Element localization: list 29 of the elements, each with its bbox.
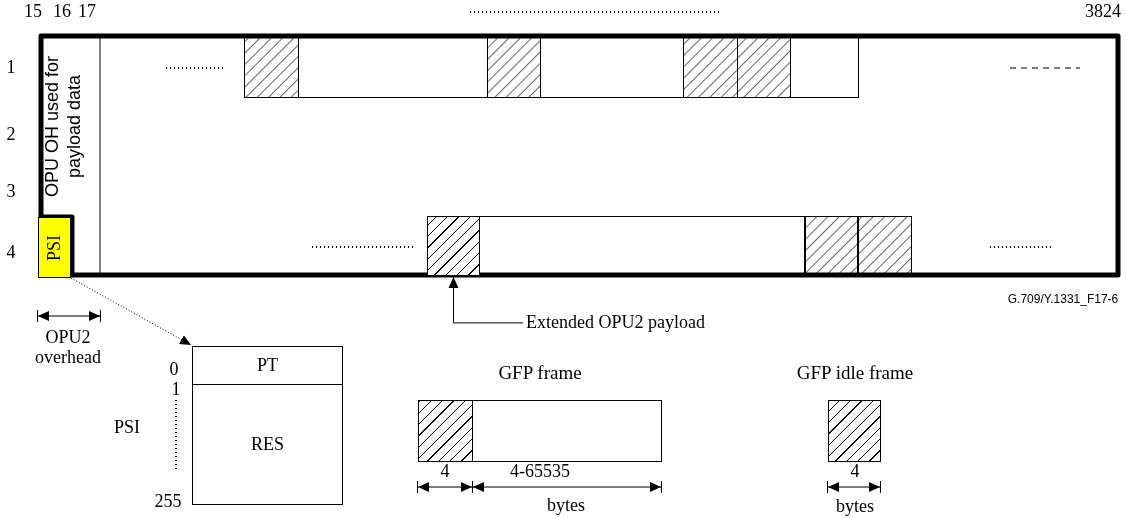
dotted-arrow	[70, 277, 192, 346]
dimension-label: 4-65535	[510, 462, 570, 482]
frame-title: GFP frame	[498, 363, 582, 384]
row-number: 1	[6, 58, 16, 78]
table-cell: RES	[192, 384, 343, 505]
column-number: 16	[53, 2, 71, 22]
table-cell: PT	[192, 346, 343, 385]
dimension-label: bytes	[836, 497, 874, 517]
field-label: PSI	[114, 418, 140, 438]
leader-arrow	[448, 276, 524, 324]
overhead-text: OPU OH used for payload data	[42, 39, 98, 214]
row-number: 0	[169, 360, 179, 380]
column-number: 17	[78, 2, 96, 22]
psi-field: PSI	[38, 217, 71, 278]
dimension-label: 4	[440, 462, 450, 482]
column-number: 3824	[1085, 2, 1121, 22]
callout-text: Extended OPU2 payload	[526, 313, 705, 333]
row-number: 1	[171, 380, 181, 400]
row-number: 255	[154, 492, 182, 512]
dimension-label: bytes	[547, 496, 585, 516]
row-number: 4	[6, 243, 16, 263]
dimension-label: OPU2 overhead	[34, 328, 102, 368]
hatched-block	[427, 216, 480, 276]
figure-number: G.709/Y.1331_F17-6	[1007, 293, 1119, 307]
frame-title: GFP idle frame	[796, 363, 914, 384]
column-number: 15	[24, 2, 42, 22]
row-number: 3	[6, 182, 16, 202]
dimension-label: 4	[850, 462, 860, 482]
row-number: 2	[6, 125, 16, 145]
